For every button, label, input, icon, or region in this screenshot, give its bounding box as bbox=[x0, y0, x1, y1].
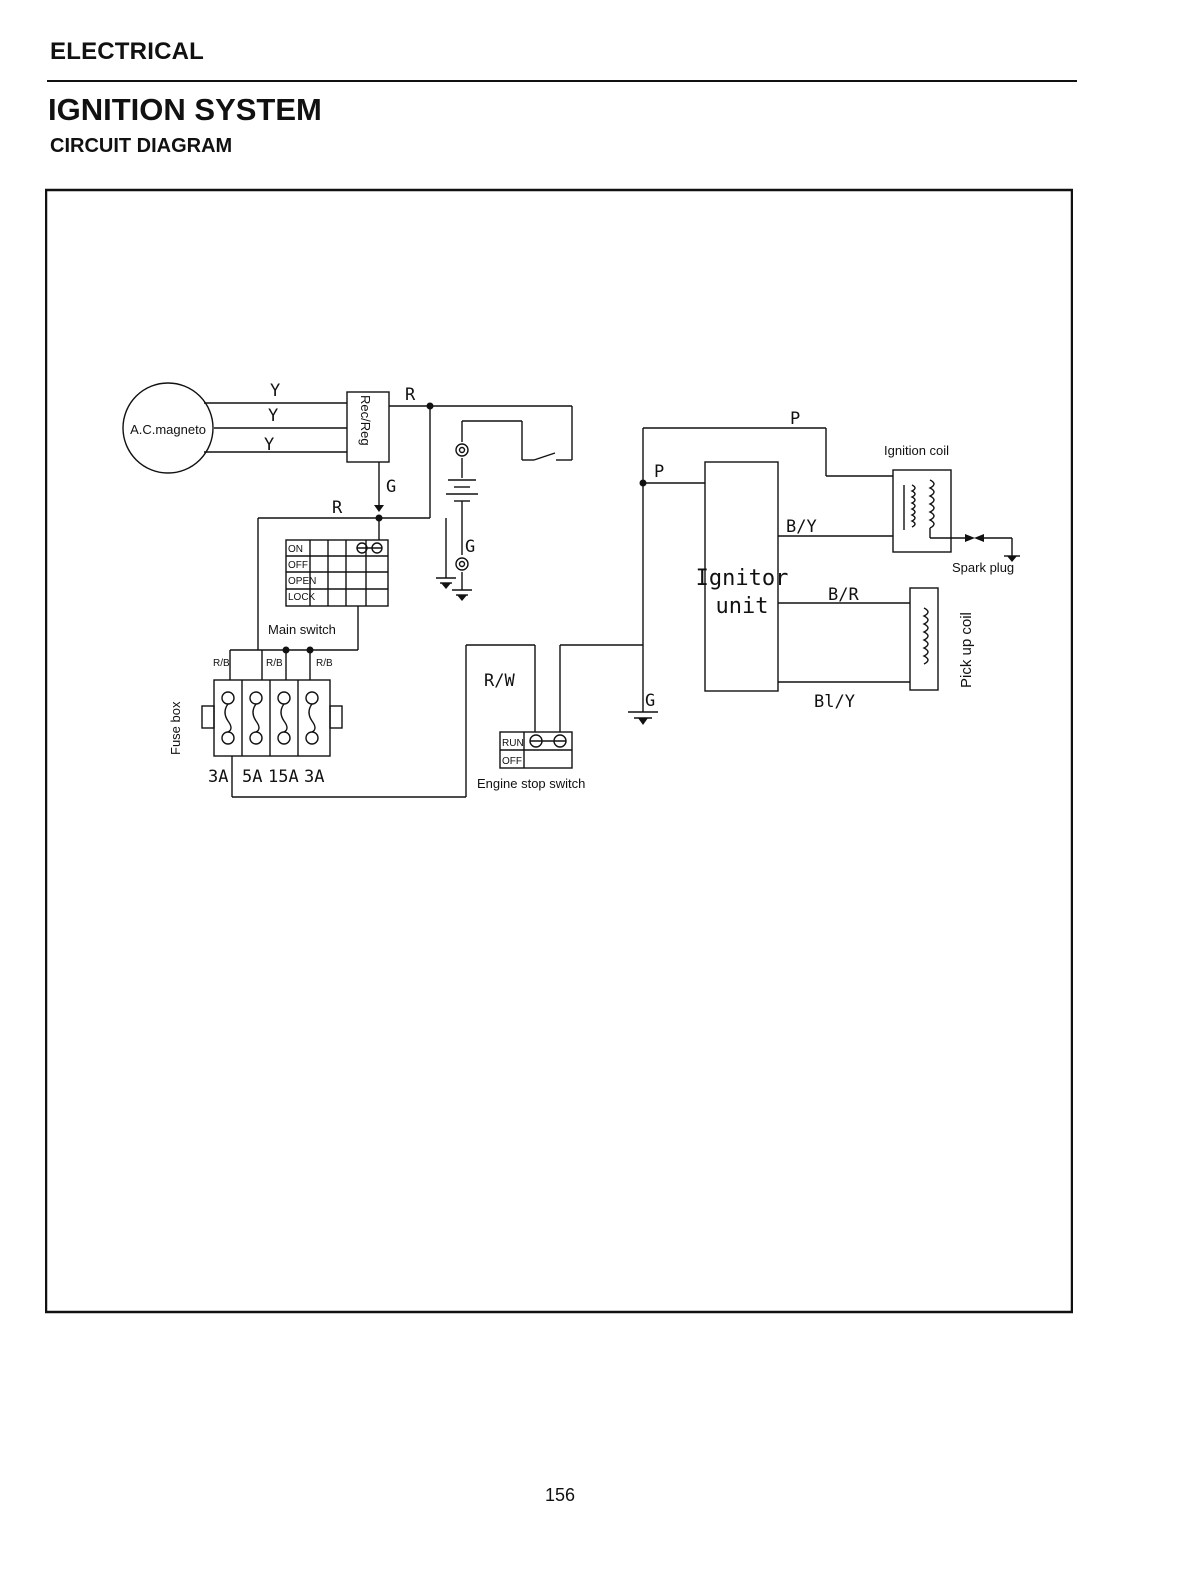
ignitor-unit-box bbox=[704, 461, 779, 692]
ignitor-label-line1: Ignitor bbox=[696, 566, 789, 591]
fuse-rating-4: 3A bbox=[304, 767, 324, 787]
wire-y2: Y bbox=[268, 406, 278, 426]
rec-reg-box bbox=[346, 391, 390, 463]
wire-rb-3: R/B bbox=[316, 658, 333, 669]
pickup-coil-box bbox=[909, 587, 939, 691]
circuit-diagram: A.C.magneto Rec/Reg Main switch Fuse box… bbox=[45, 188, 1073, 1314]
wire-p-top: P bbox=[790, 409, 800, 429]
page-title: IGNITION SYSTEM bbox=[48, 92, 322, 127]
main-switch-pos-on: ON bbox=[288, 544, 303, 555]
wire-by: B/Y bbox=[786, 517, 817, 537]
wire-bly: Bl/Y bbox=[814, 692, 855, 712]
main-switch-pos-off: OFF bbox=[288, 560, 308, 571]
main-switch-grid bbox=[285, 539, 389, 607]
pickup-coil-label: Pick up coil bbox=[958, 612, 975, 688]
header-rule bbox=[47, 80, 1077, 82]
wire-y3: Y bbox=[264, 435, 274, 455]
wire-g-ignitor: G bbox=[645, 691, 655, 711]
engine-stop-pos-run: RUN bbox=[502, 738, 524, 749]
main-switch-pos-open: OPEN bbox=[288, 576, 316, 587]
magneto-label: A.C.magneto bbox=[130, 422, 206, 437]
engine-stop-switch-label: Engine stop switch bbox=[477, 776, 585, 791]
wire-r-main: R bbox=[332, 498, 343, 518]
rec-reg-label: Rec/Reg bbox=[358, 395, 373, 446]
fuse-rating-3: 15A bbox=[268, 767, 299, 787]
wire-r-top: R bbox=[405, 385, 416, 405]
wire-rb-1: R/B bbox=[213, 658, 230, 669]
ignition-coil-label: Ignition coil bbox=[884, 443, 949, 458]
wire-p-left: P bbox=[654, 462, 664, 482]
ignition-coil-box bbox=[892, 469, 952, 553]
wire-g-batt: G bbox=[465, 537, 475, 557]
magneto-symbol bbox=[122, 382, 214, 474]
wire-rw: R/W bbox=[484, 671, 515, 691]
page-subtitle: CIRCUIT DIAGRAM bbox=[50, 135, 233, 157]
fuse-rating-1: 3A bbox=[208, 767, 228, 787]
wire-br: B/R bbox=[828, 585, 859, 605]
main-switch-pos-lock: LOCK bbox=[288, 592, 316, 603]
wire-y1: Y bbox=[270, 381, 280, 401]
diagram-frame bbox=[45, 188, 1073, 1314]
section-heading: ELECTRICAL bbox=[50, 38, 204, 65]
page-number: 156 bbox=[544, 1485, 576, 1505]
spark-plug-label: Spark plug bbox=[952, 560, 1014, 575]
wire-g-rec: G bbox=[386, 477, 396, 497]
main-switch-label: Main switch bbox=[268, 622, 336, 637]
ignitor-label-line2: unit bbox=[716, 594, 769, 619]
fuse-box-label: Fuse box bbox=[168, 701, 183, 755]
engine-stop-pos-off: OFF bbox=[502, 756, 522, 767]
fuse-rating-2: 5A bbox=[242, 767, 262, 787]
wire-rb-2: R/B bbox=[266, 658, 283, 669]
